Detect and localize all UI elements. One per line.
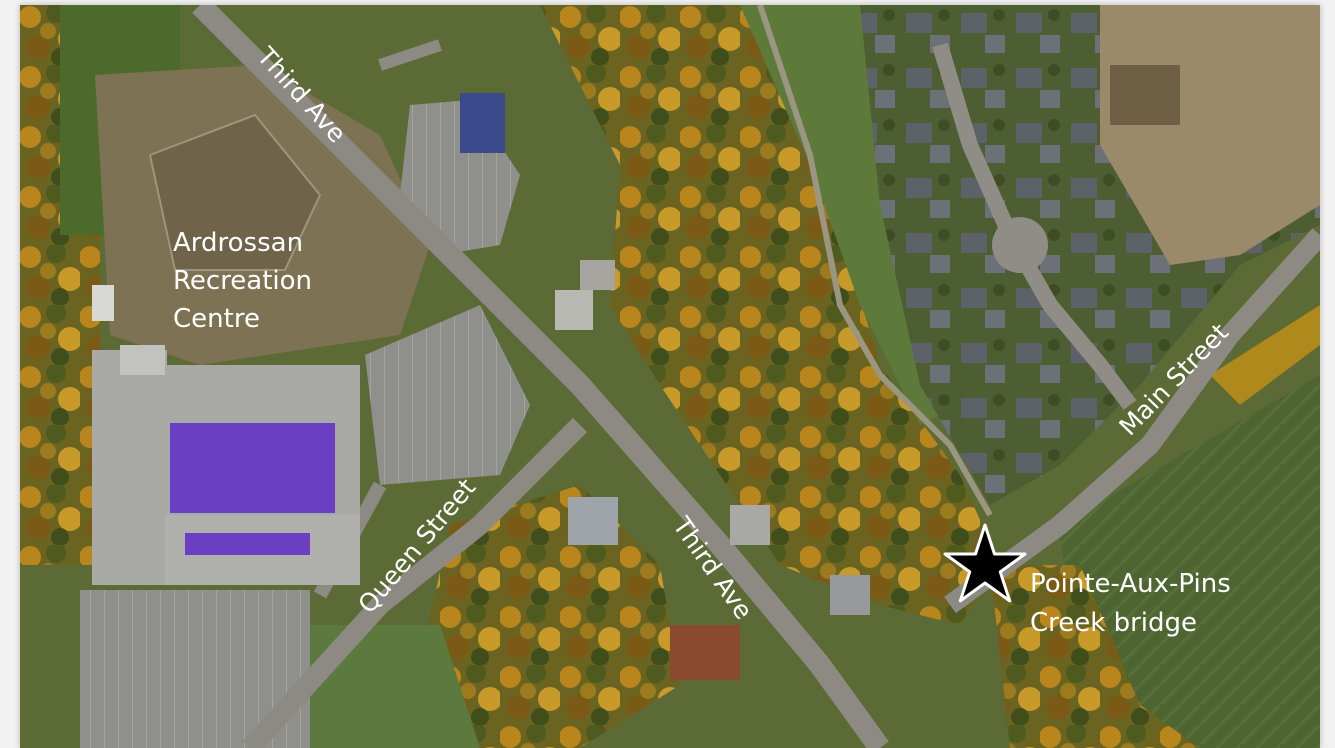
building-small-1 bbox=[555, 290, 593, 330]
access-road bbox=[378, 39, 442, 71]
building-small-3 bbox=[568, 497, 618, 545]
purple-roof-annex bbox=[185, 533, 310, 555]
main-street-road bbox=[944, 228, 1320, 614]
building-red-roof bbox=[670, 625, 740, 680]
construction-pit bbox=[1110, 65, 1180, 125]
aerial-map-canvas: Ardrossan Recreation Centre Third Ave Th… bbox=[20, 5, 1320, 748]
tree-row-east bbox=[1210, 305, 1320, 405]
building-small-2 bbox=[580, 260, 615, 290]
building-small-5 bbox=[830, 575, 870, 615]
label-bridge-line1: Pointe-Aux-Pins bbox=[1030, 569, 1231, 599]
star-icon bbox=[943, 523, 1027, 603]
third-ave-road bbox=[192, 5, 889, 748]
label-recreation-line2: Recreation bbox=[173, 266, 312, 296]
label-bridge-line2: Creek bridge bbox=[1030, 608, 1197, 638]
parked-vehicles bbox=[460, 93, 505, 153]
tree-cluster-south bbox=[990, 565, 1200, 748]
tree-cluster-lower bbox=[420, 485, 680, 748]
building-small-4 bbox=[730, 505, 770, 545]
recreation-centre-building bbox=[92, 285, 360, 585]
label-recreation-line3: Centre bbox=[173, 304, 260, 334]
aerial-map: Ardrossan Recreation Centre Third Ave Th… bbox=[20, 5, 1320, 748]
trail bbox=[757, 5, 993, 517]
farm-field bbox=[1060, 375, 1320, 748]
queen-street-road bbox=[242, 417, 588, 748]
purple-roof-main bbox=[170, 423, 335, 513]
label-recreation-line1: Ardrossan bbox=[173, 228, 303, 258]
parking-lot-east bbox=[365, 305, 530, 485]
cul-de-sac bbox=[992, 217, 1048, 273]
forest-center bbox=[540, 5, 1000, 625]
arena bbox=[148, 113, 322, 271]
